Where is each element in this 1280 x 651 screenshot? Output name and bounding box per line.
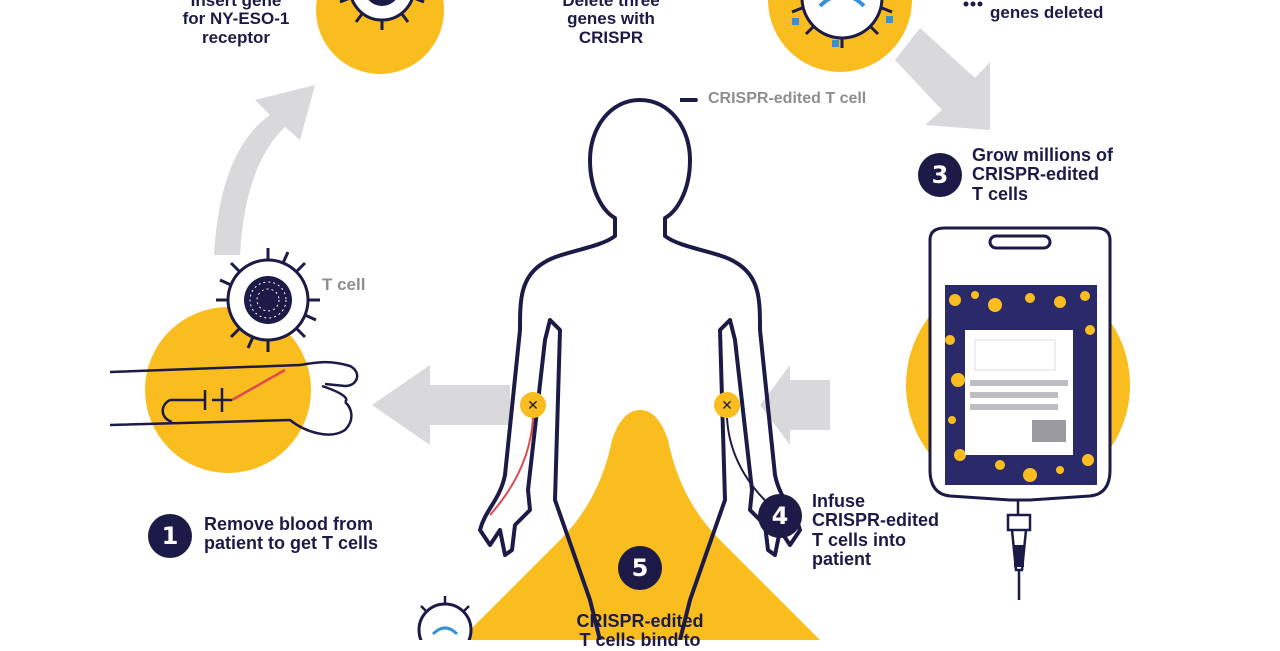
iv-bag-icon [928, 226, 1112, 600]
svg-text:✕: ✕ [721, 398, 733, 414]
edited-t-cell-icon [791, 0, 893, 48]
step5-yellow-shape [460, 410, 820, 640]
step4-badge: 4 [758, 494, 802, 538]
step3-badge: 3 [918, 153, 962, 197]
arrow-edited-to-step3 [895, 28, 990, 130]
human-body-icon [478, 98, 802, 640]
arrow-step1-to-step2 [214, 85, 315, 255]
genes-deleted-label: genes deleted [990, 3, 1104, 22]
delete-genes-label: Delete three genes with CRISPR [562, 0, 660, 47]
step5-t-cell-icon [417, 596, 473, 640]
arm-iv-icon [109, 360, 359, 436]
iv-site-left-icon: ✕ [489, 392, 546, 516]
svg-text:✕: ✕ [527, 398, 539, 414]
step5-label: CRISPR-edited T cells bind to [576, 611, 704, 651]
t-cell-icon [216, 248, 320, 352]
edited-t-cell-label: CRISPR-edited T cell [708, 90, 867, 107]
step5-badge: 5 [618, 546, 662, 590]
ellipsis-icon [963, 1, 983, 7]
step1-badge: 1 [148, 514, 192, 558]
insert-t-cell-icon [339, 0, 425, 30]
step4-label: Infuse CRISPR-edited T cells into patien… [812, 491, 940, 570]
insert-gene-label: Insert gene for NY-ESO-1 receptor [182, 0, 290, 47]
arrow-body-to-step1 [372, 365, 510, 445]
arrow-step4-to-body [760, 365, 830, 445]
step2-insert-yellow-circle [316, 0, 444, 74]
step1-label: Remove blood from patient to get T cells [204, 514, 379, 554]
t-cell-label: T cell [322, 275, 366, 294]
step3-label: Grow millions of CRISPR-edited T cells [972, 145, 1114, 204]
